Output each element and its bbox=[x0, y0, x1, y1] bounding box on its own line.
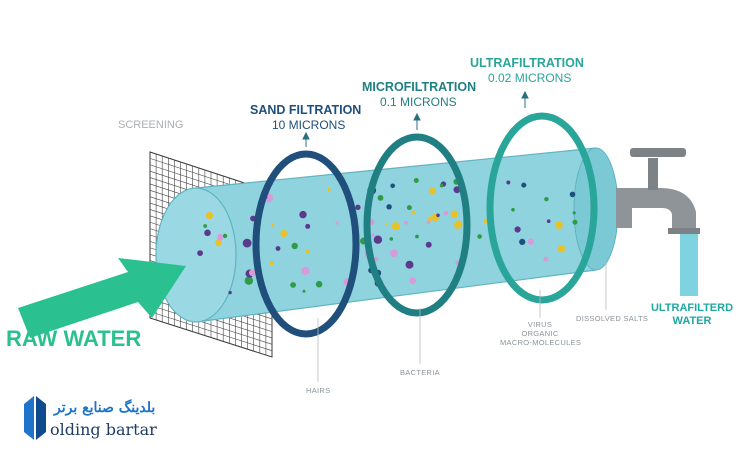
bacteria-label: BACTERIA bbox=[400, 368, 440, 377]
virus-label: VIRUS ORGANIC MACRO-MOLECULES bbox=[500, 320, 582, 347]
microfiltration-micron: 0.1 MICRONS bbox=[380, 95, 457, 109]
ultrafiltration-ring bbox=[486, 112, 598, 304]
raw-water-label: RAW WATER bbox=[6, 326, 142, 351]
building-bartar-logo-mark bbox=[24, 396, 46, 440]
faucet-icon bbox=[616, 148, 700, 234]
dissolved-salts-label: DISSOLVED SALTS bbox=[576, 314, 649, 323]
filter-pipe bbox=[155, 147, 619, 323]
microfiltration-title: MICROFILTRATION bbox=[362, 80, 477, 94]
microfiltration-ring bbox=[363, 133, 471, 317]
ultrafiltration-micron: 0.02 MICRONS bbox=[488, 71, 572, 85]
logo-latin-text: olding bartar bbox=[50, 420, 157, 439]
outlet-label-line2: WATER bbox=[672, 315, 712, 327]
screening-label: SCREENING bbox=[118, 119, 184, 131]
virus-label-line2: ORGANIC bbox=[521, 329, 559, 338]
outlet-label: ULTRAFILTERD WATER bbox=[642, 302, 742, 328]
water-stream bbox=[680, 234, 698, 296]
ultrafiltration-title: ULTRAFILTRATION bbox=[470, 56, 584, 70]
arrow-right-icon bbox=[18, 258, 186, 338]
leader-lines bbox=[317, 262, 607, 382]
virus-label-line3: MACRO-MOLECULES bbox=[500, 338, 582, 347]
sand-filtration-micron: 10 MICRONS bbox=[272, 118, 346, 132]
outlet-label-line1: ULTRAFILTERD bbox=[650, 302, 734, 314]
sand-filtration-ring bbox=[252, 150, 360, 338]
sand-filtration-title: SAND FILTRATION bbox=[250, 103, 362, 117]
virus-label-line1: VIRUS bbox=[527, 320, 553, 329]
hairs-label: HAIRS bbox=[306, 386, 331, 395]
logo-persian-text: بلدینگ صنایع برتر bbox=[54, 400, 156, 416]
label-arrows bbox=[302, 90, 529, 147]
